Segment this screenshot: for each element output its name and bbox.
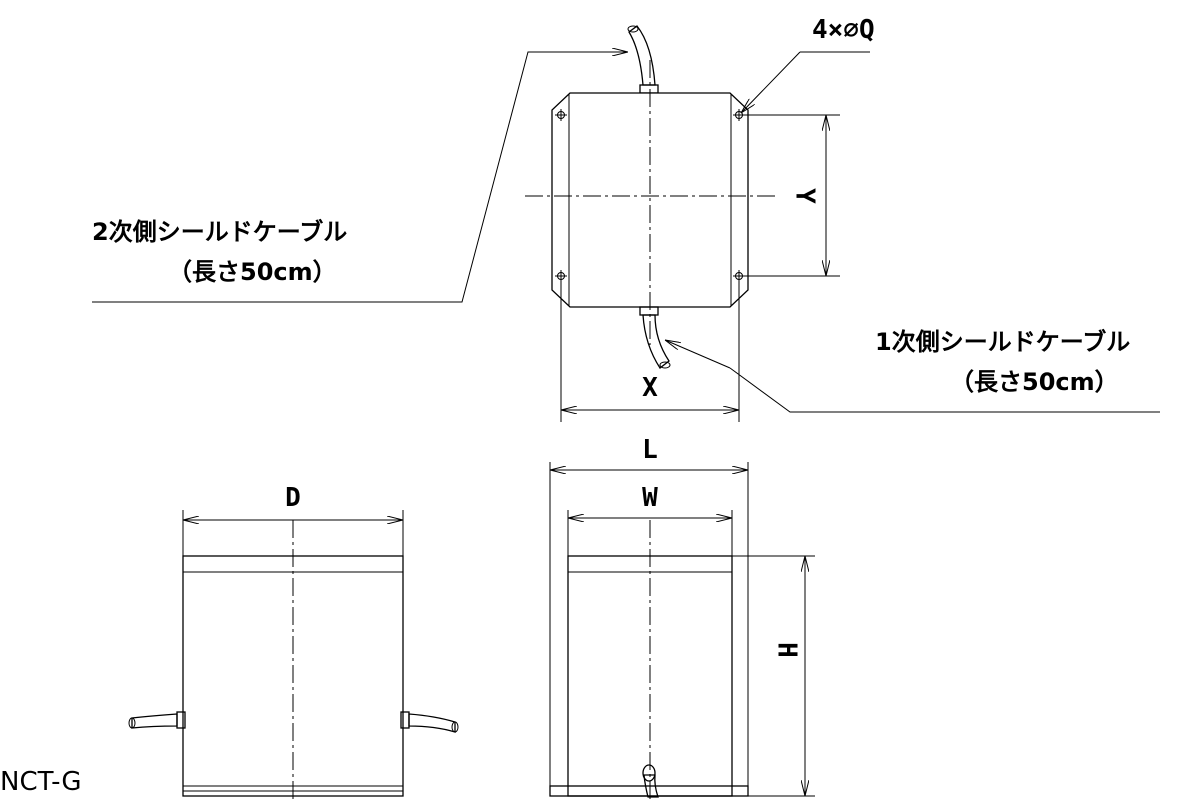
dim-l-label: L: [642, 435, 658, 465]
front-view: L W H: [549, 435, 815, 800]
mounting-holes: [555, 109, 745, 282]
top-cable: [628, 25, 656, 86]
bottom-cable: [642, 314, 670, 369]
secondary-cable-label: 2次側シールドケーブル: [92, 218, 347, 246]
holes-label: 4×⌀Q: [812, 15, 875, 45]
primary-cable-label: 1次側シールドケーブル: [875, 328, 1130, 356]
dim-x-label: X: [642, 373, 658, 403]
front-cable: [643, 774, 659, 798]
model-title: NCT-G: [0, 767, 82, 797]
bottom-cable-gland: [639, 306, 659, 316]
dim-d-label: D: [285, 483, 301, 513]
dim-y-label: Y: [790, 188, 820, 204]
primary-cable-note: 1次側シールドケーブル （長さ50cm）: [665, 328, 1160, 413]
dim-h-label: H: [772, 642, 802, 658]
top-cable-gland: [639, 84, 659, 94]
top-view: Y X 4×⌀Q: [525, 15, 875, 422]
side-view: D: [128, 483, 459, 800]
side-left-cable: [131, 713, 178, 729]
primary-cable-length: （長さ50cm）: [950, 368, 1119, 396]
side-right-cable: [408, 713, 456, 733]
secondary-cable-note: 2次側シールドケーブル （長さ50cm）: [92, 52, 628, 303]
front-base-plate: [549, 785, 749, 797]
dim-w-label: W: [642, 483, 658, 513]
secondary-cable-length: （長さ50cm）: [168, 258, 337, 286]
